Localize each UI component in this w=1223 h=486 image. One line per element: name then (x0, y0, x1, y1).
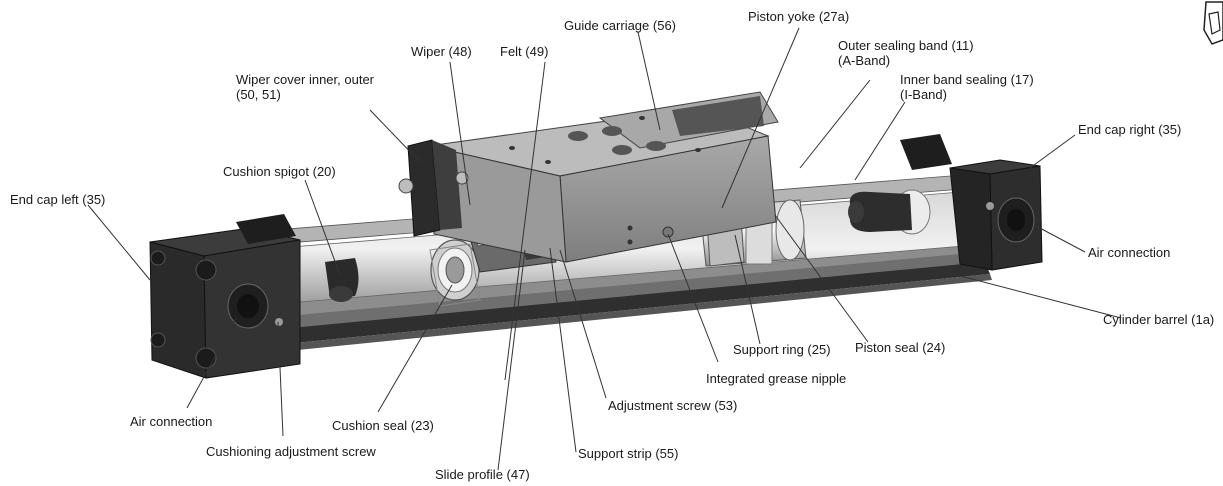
label-cushioning-adjustment-screw: Cushioning adjustment screw (206, 444, 376, 459)
end-cap-right (900, 134, 1043, 271)
wiper-cover (398, 139, 469, 237)
end-cap-left (149, 214, 301, 379)
cushion-ring-left (429, 239, 481, 307)
label-outer-sealing-band-line1: Outer sealing band (11) (838, 38, 974, 53)
label-outer-sealing-band-line2: (A-Band) (838, 53, 891, 68)
label-guide-carriage: Guide carriage (56) (564, 18, 676, 33)
label-piston-seal: Piston seal (24) (855, 340, 946, 355)
label-slide-profile: Slide profile (47) (435, 467, 530, 482)
label-wiper-cover-line2: (50, 51) (236, 87, 281, 102)
label-adjustment-screw: Adjustment screw (53) (608, 398, 738, 413)
label-cushion-spigot: Cushion spigot (20) (223, 164, 336, 179)
label-wiper-cover: Wiper cover inner, outer (50, 51) (236, 72, 374, 102)
label-integrated-grease-nipple: Integrated grease nipple (706, 371, 847, 386)
right-cushion-spigot (848, 189, 931, 235)
label-support-ring: Support ring (25) (733, 342, 831, 357)
left-cushion-spigot (325, 258, 359, 302)
label-wiper-cover-line1: Wiper cover inner, outer (236, 72, 375, 87)
label-inner-band-sealing-line2: (I-Band) (900, 87, 947, 102)
label-cylinder-barrel: Cylinder barrel (1a) (1103, 312, 1215, 327)
guide-carriage (427, 91, 779, 263)
label-end-cap-left: End cap left (35) (10, 192, 106, 207)
corner-fragment-icon (1203, 1, 1223, 45)
label-outer-sealing-band: Outer sealing band (11) (A-Band) (838, 38, 974, 68)
label-piston-yoke: Piston yoke (27a) (748, 9, 850, 24)
label-air-connection-left: Air connection (130, 414, 213, 429)
label-support-strip: Support strip (55) (578, 446, 679, 461)
label-wiper: Wiper (48) (411, 44, 472, 59)
leader-lines (87, 27, 1122, 471)
label-inner-band-sealing-line1: Inner band sealing (17) (900, 72, 1034, 87)
label-felt: Felt (49) (500, 44, 549, 59)
label-end-cap-right: End cap right (35) (1078, 122, 1182, 137)
label-cushion-seal: Cushion seal (23) (332, 418, 434, 433)
label-inner-band-sealing: Inner band sealing (17) (I-Band) (900, 72, 1034, 102)
label-air-connection-right: Air connection (1088, 245, 1171, 260)
